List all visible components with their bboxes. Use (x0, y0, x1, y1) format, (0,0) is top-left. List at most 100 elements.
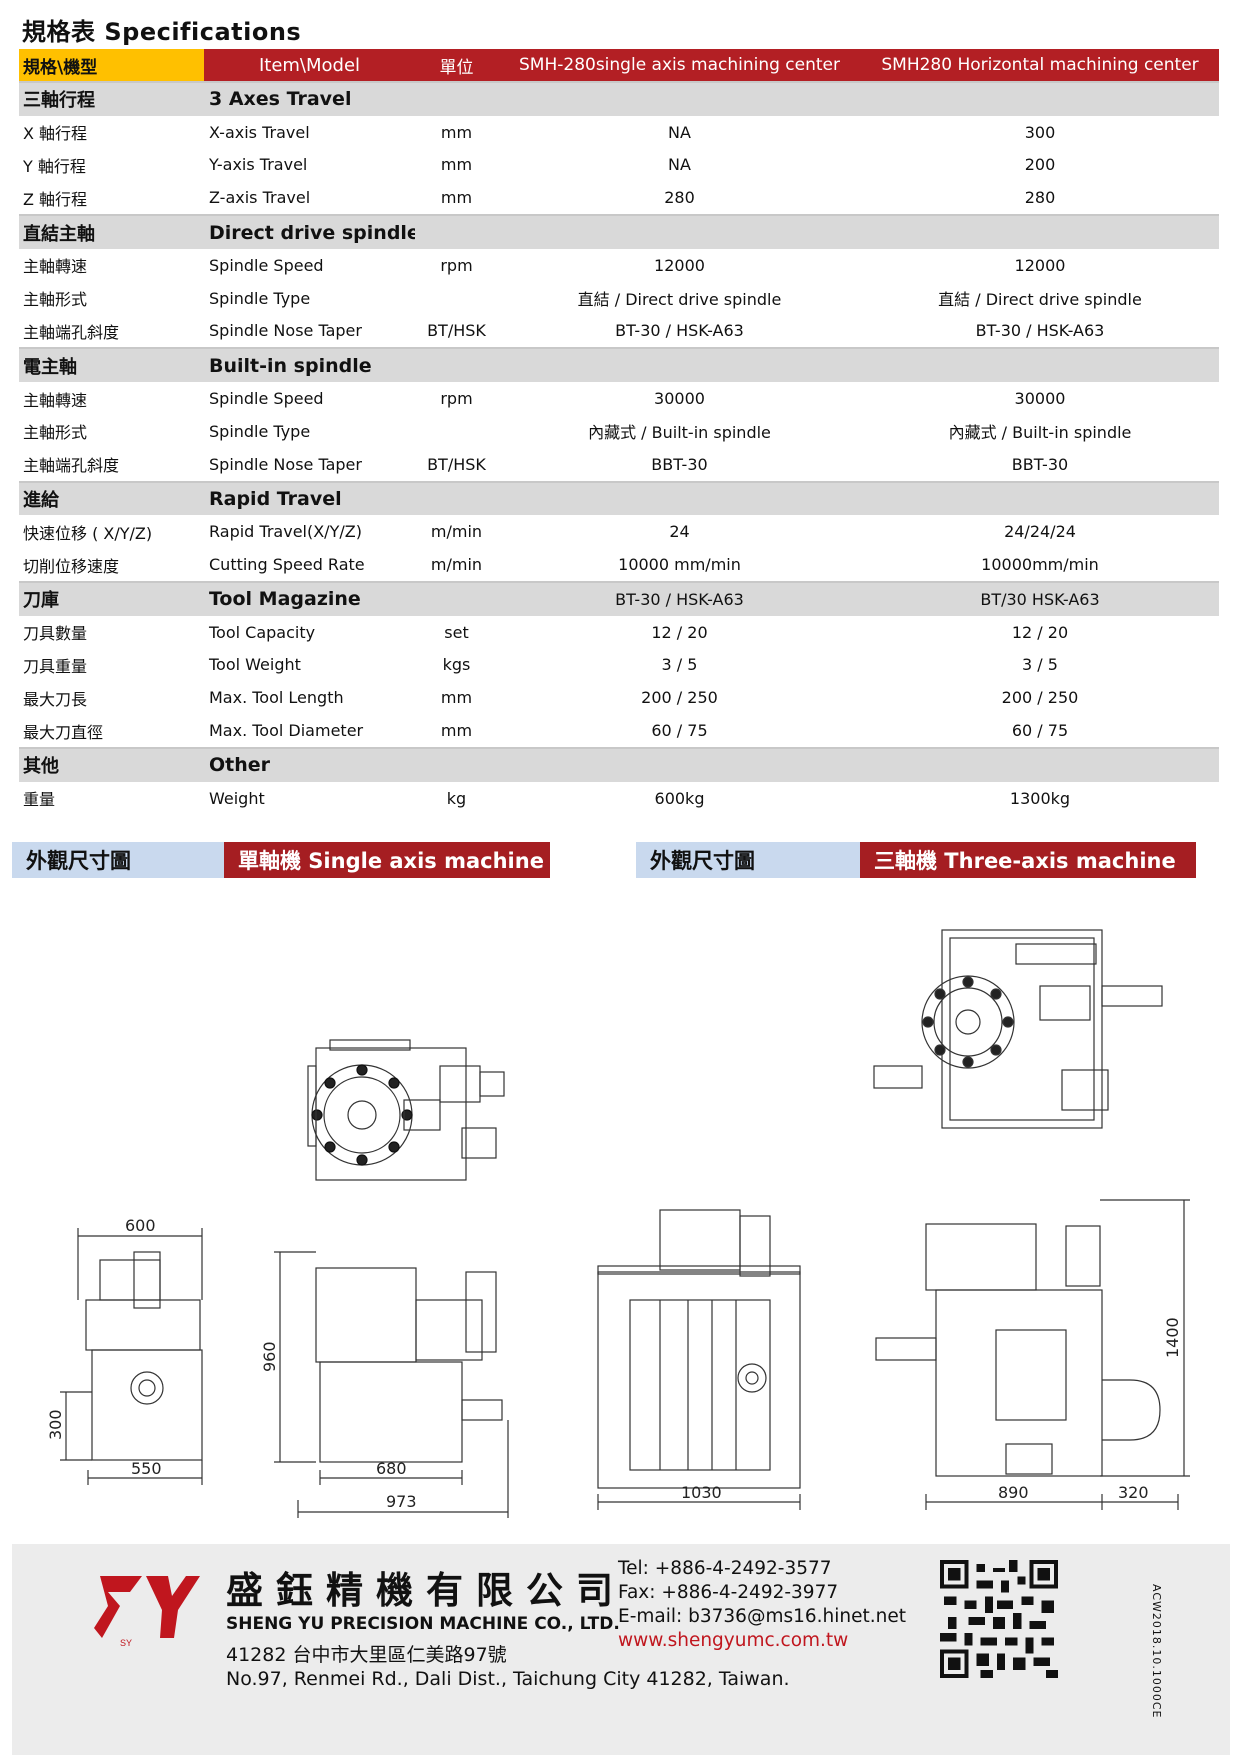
spec-value-model-a: 直結 / Direct drive spindle (577, 290, 782, 310)
single-axis-side-view (274, 1251, 509, 1518)
contact-fax: Fax: +886-4-2492-3977 (618, 1582, 839, 1603)
spec-name-en: Spindle Type (209, 288, 311, 308)
header-model-a: SMH-280single axis machining center (498, 49, 861, 82)
spec-value-model-a: NA (668, 122, 691, 142)
spec-name-cn: 刀具重量 (23, 656, 88, 676)
spec-table: 規格\機型 Item\Model 單位 SMH-280single axis m… (19, 49, 1219, 815)
spec-value-model-a: BT-30 / HSK-A63 (615, 321, 744, 341)
company-logo: SY (94, 1576, 200, 1648)
spec-name-cn: 主軸轉速 (23, 390, 88, 410)
spec-unit: kgs (442, 655, 471, 675)
spec-value-model-b: 60 / 75 (1011, 721, 1069, 741)
spec-name-en: Rapid Travel(X/Y/Z) (209, 522, 362, 542)
spec-value-model-a (498, 81, 861, 116)
spec-value-model-b: BT-30 / HSK-A63 (975, 321, 1105, 341)
spec-name-en: Tool Capacity (209, 622, 316, 642)
spec-unit (415, 480, 498, 516)
spec-value-model-a: 60 / 75 (651, 721, 708, 741)
dim-300: 300 (46, 1409, 65, 1440)
spec-name-cn: Y 軸行程 (23, 156, 86, 176)
spec-value-model-a (498, 347, 861, 383)
address-en: No.97, Renmei Rd., Dali Dist., Taichung … (226, 1668, 790, 1690)
dim-320: 320 (1118, 1483, 1149, 1502)
spec-value-model-a: 12 / 20 (651, 622, 708, 642)
spec-name-cn: 最大刀長 (23, 689, 88, 709)
table-header-row: 規格\機型 Item\Model 單位 SMH-280single axis m… (19, 49, 1219, 82)
spec-unit: rpm (440, 389, 473, 409)
spec-value-model-b: 280 (1024, 188, 1056, 208)
spec-unit (415, 214, 498, 249)
spec-name-cn: 主軸轉速 (23, 257, 88, 277)
dim-973: 973 (386, 1492, 417, 1511)
spec-name-cn: X 軸行程 (23, 124, 88, 144)
spec-name-en: Max. Tool Length (209, 688, 344, 708)
spec-name-en: Tool Magazine (204, 580, 415, 616)
spec-value-model-a: 280 (664, 188, 695, 208)
spec-value-model-a: 30000 (654, 389, 705, 409)
spec-name-cn: 主軸端孔斜度 (23, 456, 120, 476)
spec-value-model-b: 30000 (1014, 389, 1066, 409)
left-drawing-title: 單軸機 Single axis machine (224, 842, 550, 878)
contact-tel: Tel: +886-4-2492-3577 (618, 1558, 832, 1579)
spec-value-model-b (861, 214, 1219, 249)
spec-name-cn: 直結主軸 (19, 214, 204, 249)
spec-unit: m/min (430, 555, 483, 575)
spec-unit (415, 347, 498, 383)
spec-name-cn: 主軸形式 (23, 423, 88, 443)
spec-value-model-a: NA (668, 155, 691, 175)
company-website-link[interactable]: www.shengyumc.com.tw (618, 1630, 849, 1651)
footer: SY 盛鈺精機有限公司 SHENG YU PRECISION MACHINE C… (12, 1544, 1230, 1755)
contact-email[interactable]: E-mail: b3736@ms16.hinet.net (618, 1606, 906, 1627)
dim-550: 550 (131, 1459, 162, 1478)
dim-890: 890 (998, 1483, 1029, 1502)
spec-unit: kg (446, 788, 467, 808)
spec-name-en: Spindle Nose Taper (209, 321, 362, 341)
dim-600: 600 (125, 1216, 156, 1235)
spec-value-model-b: 1300kg (1009, 788, 1071, 808)
spec-name-en: Rapid Travel (204, 480, 415, 516)
spec-value-model-a (498, 746, 861, 782)
spec-name-en: X-axis Travel (209, 122, 310, 142)
spec-name-cn: 快速位移 ( X/Y/Z) (23, 523, 153, 543)
spec-value-model-b: 3 / 5 (1022, 655, 1058, 675)
spec-name-cn: Z 軸行程 (23, 189, 88, 209)
spec-value-model-a: BBT-30 (651, 454, 708, 474)
spec-name-en: 3 Axes Travel (204, 81, 415, 116)
company-name-en: SHENG YU PRECISION MACHINE CO., LTD. (226, 1614, 620, 1634)
spec-name-en: Other (204, 746, 415, 782)
spec-value-model-a (498, 480, 861, 516)
dim-960: 960 (260, 1341, 279, 1372)
spec-value-model-b (861, 746, 1219, 782)
spec-name-cn: 其他 (19, 746, 204, 782)
right-drawing-label: 外觀尺寸圖 (636, 842, 860, 878)
spec-value-model-a: 10000 mm/min (618, 555, 741, 575)
spec-value-model-b: 200 / 250 (1001, 688, 1079, 708)
header-spec-model: 規格\機型 (19, 49, 204, 82)
dim-680: 680 (376, 1459, 407, 1478)
spec-name-en: Spindle Speed (209, 255, 324, 275)
three-axis-side-view (875, 1199, 1190, 1510)
spec-unit: mm (440, 155, 473, 175)
three-axis-top-view (873, 929, 1163, 1129)
spec-name-en: Weight (209, 788, 265, 808)
header-item-model: Item\Model (204, 49, 415, 82)
spec-name-en: Built-in spindle (204, 347, 415, 383)
spec-unit: mm (440, 188, 473, 208)
spec-value-model-b: 200 (1024, 155, 1056, 175)
left-drawing-label: 外觀尺寸圖 (12, 842, 224, 878)
spec-name-en: Spindle Nose Taper (209, 454, 362, 474)
spec-unit (415, 81, 498, 116)
spec-name-cn: 電主軸 (19, 347, 204, 383)
